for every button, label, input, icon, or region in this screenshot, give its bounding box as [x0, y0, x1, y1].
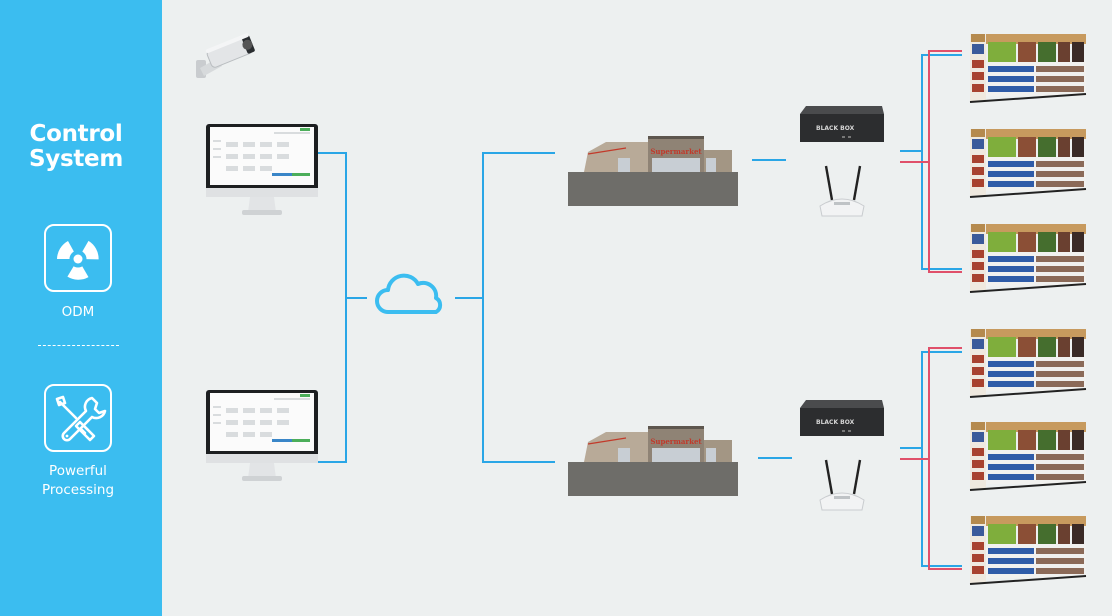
title-line-2: System: [28, 146, 123, 172]
shelf-display-3: [969, 224, 1087, 293]
supermarket-1: Supermarket: [566, 132, 740, 208]
title-line-1: Control: [29, 121, 123, 147]
shelf-display-4: [969, 329, 1087, 398]
dashed-divider: [38, 345, 119, 346]
store-bus-line: [482, 152, 555, 463]
processing-label-line-1: Powerful: [49, 463, 107, 479]
odm-feature-box: [44, 224, 112, 292]
supermarket-building-icon: Supermarket: [568, 426, 738, 496]
media-player-box-1: BLACK BOX: [800, 106, 884, 142]
wifi-router-1: [819, 165, 865, 217]
cctv-camera-icon: [196, 33, 255, 78]
brand-label: BLACK BOX: [816, 125, 855, 132]
shelf-group-1-blue-line: [900, 54, 962, 270]
shelf-display-5: [969, 422, 1087, 491]
wifi-router-2: [819, 459, 865, 511]
desktop-monitor-2: [206, 390, 318, 481]
shelf-display-1: [969, 34, 1087, 103]
sidebar: Control System ODM: [0, 0, 162, 616]
brand-label: BLACK BOX: [816, 419, 855, 426]
cloud-icon: [375, 273, 443, 314]
sidebar-title: Control System: [0, 122, 152, 172]
shelf-group-2-red-line: [900, 347, 962, 570]
wrench-screwdriver-icon: [55, 395, 107, 442]
radiation-fan-icon: [57, 240, 99, 280]
monitor-bus-line: [318, 152, 347, 463]
store-sign: Supermarket: [650, 147, 702, 156]
supermarket-building-icon: Supermarket: [568, 136, 738, 206]
supermarket-2: Supermarket: [566, 422, 740, 498]
shelf-display-6: [969, 516, 1087, 585]
processing-feature-box: [44, 384, 112, 452]
processing-label-line-2: Processing: [41, 482, 115, 498]
shelf-display-2: [969, 129, 1087, 198]
odm-label: ODM: [61, 304, 95, 320]
desktop-monitor-1: [206, 124, 318, 215]
shelf-group-1-red-line: [900, 50, 962, 273]
processing-label: Powerful Processing: [0, 462, 156, 500]
store-sign: Supermarket: [650, 437, 702, 446]
shelf-group-2-blue-line: [900, 351, 962, 567]
media-player-box-2: BLACK BOX: [800, 400, 884, 436]
